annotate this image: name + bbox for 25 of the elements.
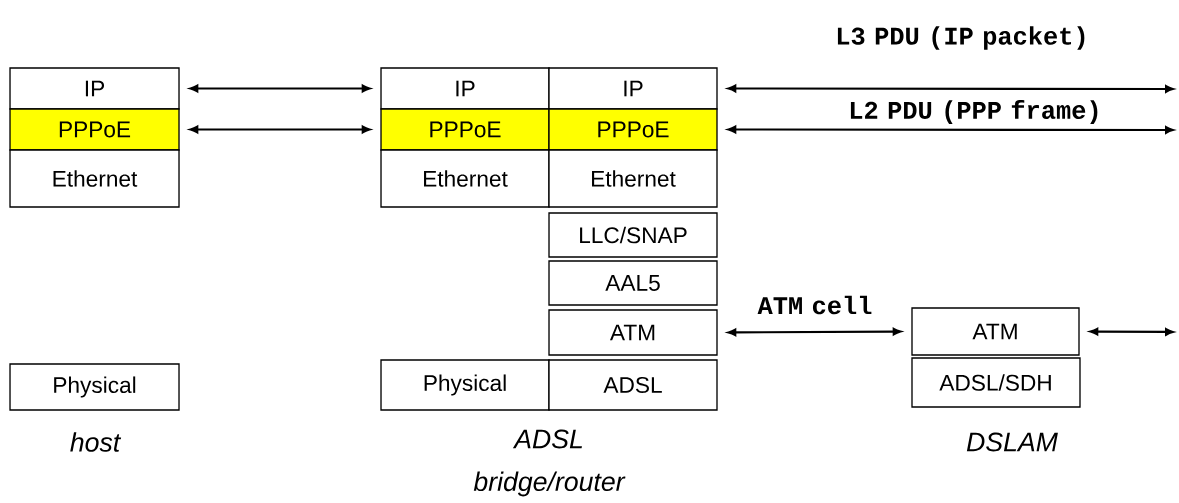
layer-box: PPPoE [9, 108, 180, 151]
layer-box: Ethernet [9, 149, 180, 208]
layer-box: Physical [9, 363, 180, 411]
double-arrow [189, 125, 371, 134]
layer-box: IP [380, 67, 550, 110]
edge-label: ATM cell [757, 295, 872, 315]
layer-box: ATM [548, 309, 718, 356]
edge-label: L3 PDU (IP packet) [837, 26, 1085, 50]
layer-box: IP [9, 67, 180, 110]
edge-label: L2 PDU (PPP frame) [850, 100, 1098, 124]
double-arrow [727, 327, 902, 337]
layer-box: Physical [380, 359, 550, 411]
layer-box: Ethernet [548, 149, 718, 208]
double-arrow [189, 84, 371, 93]
device-label: DSLAM [966, 432, 1058, 452]
layer-box: LLC/SNAP [548, 212, 718, 258]
layer-box: ADSL/SDH [911, 357, 1081, 408]
layer-box: IP [548, 67, 718, 110]
layer-box: Ethernet [380, 149, 550, 208]
layer-box: ADSL [548, 359, 718, 411]
layer-box: ATM [911, 307, 1080, 356]
device-label: ADSL bridge/router [473, 429, 626, 497]
layer-box: AAL5 [548, 260, 718, 306]
layer-box: PPPoE [380, 108, 550, 151]
layer-box: PPPoE [548, 108, 718, 151]
